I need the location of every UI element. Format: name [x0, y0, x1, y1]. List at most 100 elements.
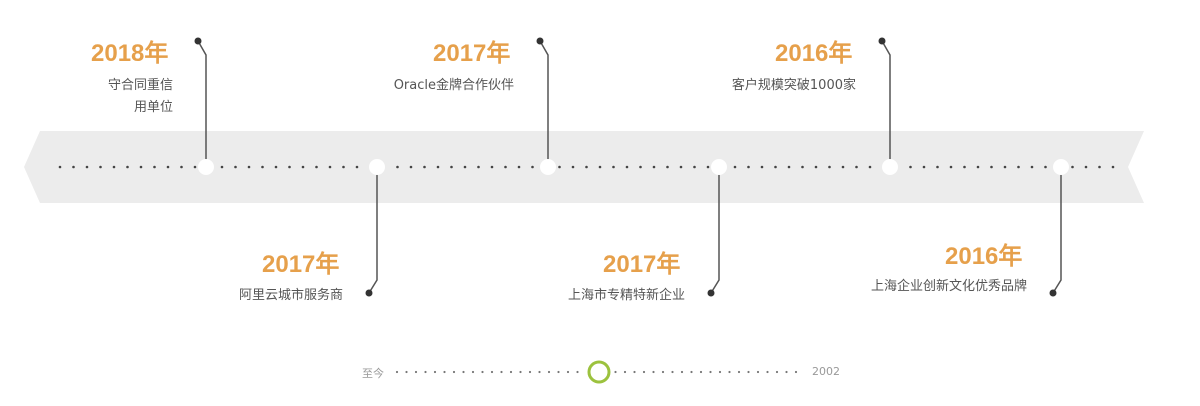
timeline-dot — [585, 165, 588, 169]
timeline-node — [369, 159, 385, 175]
event-year: 2018年 — [91, 40, 169, 67]
range-dot — [500, 370, 503, 374]
range-dot — [471, 370, 475, 374]
timeline-dot — [598, 165, 602, 169]
timeline-dot — [612, 165, 615, 169]
event-description: 上海市专精特新企业 — [568, 285, 685, 307]
timeline-dot — [58, 165, 62, 169]
range-dot — [747, 370, 750, 374]
range-dot — [566, 370, 570, 374]
event-description: 阿里云城市服务商 — [239, 285, 343, 307]
timeline-dot — [1111, 165, 1115, 169]
event-description: 守合同重信 用单位 — [108, 75, 173, 119]
timeline-dot — [517, 165, 521, 169]
timeline-node — [711, 159, 727, 175]
range-dot — [490, 370, 494, 374]
range-dot — [395, 370, 399, 374]
event-year: 2017年 — [262, 251, 340, 278]
range-dot — [699, 370, 703, 374]
timeline-dot — [477, 165, 480, 169]
range-dot — [671, 370, 674, 374]
timeline-node — [882, 159, 898, 175]
timeline-band — [24, 131, 1144, 203]
timeline-dot — [396, 165, 399, 169]
timeline-dot — [909, 165, 912, 169]
timeline-node — [540, 159, 556, 175]
connector-end-dot — [707, 289, 715, 297]
timeline-dot — [801, 165, 804, 169]
timeline-dot — [409, 165, 413, 169]
event-year: 2016年 — [945, 243, 1023, 270]
timeline-dot — [841, 165, 845, 169]
event-year: 2017年 — [603, 251, 681, 278]
range-dot — [557, 370, 560, 374]
timeline-node — [1053, 159, 1069, 175]
timeline-dot — [868, 165, 872, 169]
timeline-dot — [666, 165, 669, 169]
timeline-dot — [949, 165, 953, 169]
timeline-connectors — [194, 37, 1062, 297]
range-dot — [794, 370, 798, 374]
timeline-dot — [706, 165, 710, 169]
range-dot — [690, 370, 693, 374]
timeline-dot — [126, 165, 129, 169]
event-description-line: 客户规模突破1000家 — [731, 78, 856, 93]
timeline-dot — [774, 165, 777, 169]
timeline-dot — [652, 165, 656, 169]
range-slider-knob[interactable] — [587, 360, 611, 384]
timeline-dot — [180, 165, 183, 169]
connector-end-dot — [536, 37, 544, 45]
timeline-dot — [990, 165, 993, 169]
timeline-dot — [922, 165, 926, 169]
range-dot — [642, 370, 646, 374]
range-dot — [443, 370, 446, 374]
timeline-dot — [139, 165, 143, 169]
timeline-dot — [1017, 165, 1020, 169]
timeline-dot — [1098, 165, 1101, 169]
range-dot — [519, 370, 522, 374]
timeline-dot — [571, 165, 575, 169]
range-dot — [462, 370, 465, 374]
timeline-dot — [193, 165, 197, 169]
timeline-dot — [504, 165, 507, 169]
event-description: 客户规模突破1000家 — [732, 75, 856, 97]
timeline-dot — [855, 165, 858, 169]
event-year: 2016年 — [775, 40, 853, 67]
range-end-label: 2002 — [812, 365, 840, 378]
range-dot — [756, 370, 760, 374]
timeline-dot — [1030, 165, 1034, 169]
range-dot — [424, 370, 427, 374]
timeline-dot — [315, 165, 318, 169]
timeline-dot — [436, 165, 440, 169]
connector-end-dot — [878, 37, 886, 45]
range-dot — [766, 370, 769, 374]
connector-end-dot — [365, 289, 373, 297]
timeline-dot — [1003, 165, 1007, 169]
timeline-connector-line — [197, 40, 207, 167]
timeline-dot — [679, 165, 683, 169]
timeline-dot — [328, 165, 332, 169]
range-dot — [452, 370, 456, 374]
timeline-dot — [463, 165, 467, 169]
timeline-dot — [963, 165, 966, 169]
range-dot — [728, 370, 731, 374]
connector-end-dot — [194, 37, 202, 45]
range-dot — [633, 370, 636, 374]
timeline-dot — [301, 165, 305, 169]
range-dot — [433, 370, 437, 374]
range-start-label: 至今 — [362, 367, 384, 380]
event-year: 2017年 — [433, 40, 511, 67]
timeline-dot — [450, 165, 453, 169]
timeline-dot — [1084, 165, 1088, 169]
timeline-dot — [558, 165, 561, 169]
timeline-dot — [112, 165, 116, 169]
timeline-dot — [234, 165, 237, 169]
timeline-dot — [639, 165, 642, 169]
event-description-line: 用单位 — [133, 100, 173, 115]
range-dot — [576, 370, 579, 374]
range-dot — [623, 370, 627, 374]
timeline-dot — [976, 165, 980, 169]
timeline-dot — [423, 165, 426, 169]
event-description-line: 上海企业创新文化优秀品牌 — [870, 279, 1027, 294]
